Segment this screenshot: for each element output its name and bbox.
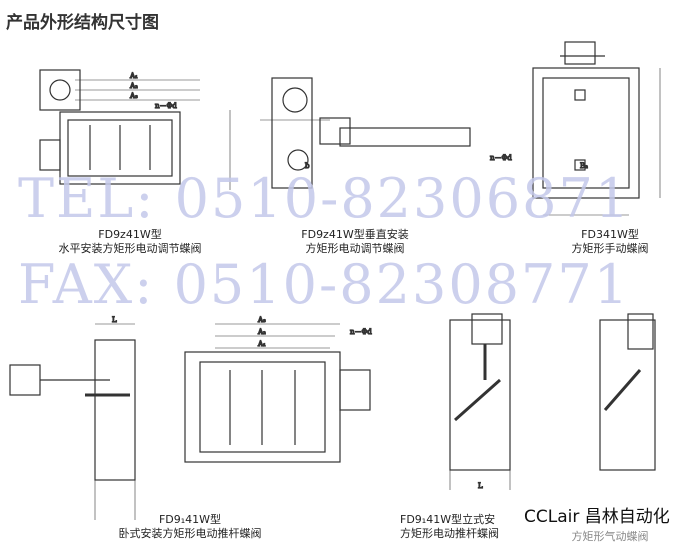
watermark-fax: FAX: 0510-82308771 (18, 253, 631, 316)
brand-label: CCLair 昌林自动化 (522, 507, 672, 527)
dim-l-5: L (478, 482, 483, 490)
figure-4-drawing (9, 323, 371, 520)
dim-a2: A₂ (129, 82, 138, 90)
dim-a3-4: A₃ (257, 316, 266, 324)
caption-fig-2: FD9z41W型垂直安装方矩形电动调节蝶阀 (301, 228, 409, 255)
dim-hole: n－Φd (155, 102, 177, 110)
figure-1-drawing (39, 69, 231, 190)
caption-fig-1: FD9z41W型水平安装方矩形电动调节蝶阀 (58, 228, 202, 255)
watermark-tel: TEL: 0510-82306871 (18, 167, 632, 230)
dim-a1-4: A₁ (257, 340, 266, 348)
figure-2-drawing (260, 77, 471, 189)
figure-6-drawing (599, 313, 656, 471)
dim-hole-3: n－Φd (490, 154, 512, 162)
figure-3-drawing (532, 41, 661, 216)
dim-a1: A₁ (129, 72, 138, 80)
dim-b: b (305, 162, 310, 170)
caption-fig-6: 方矩形气动蝶阀 (571, 530, 649, 543)
figure-5-drawing (449, 313, 511, 490)
dim-l: L (112, 316, 117, 324)
caption-fig-5: FD9₁41W型立式安方矩形电动推杆蝶阀 (400, 513, 499, 540)
dim-hole-4: n－Φd (350, 328, 372, 336)
dim-a2-4: A₂ (257, 328, 266, 336)
dim-a3: A₃ (129, 92, 138, 100)
dim-b2: B₂ (580, 162, 588, 170)
page-title: 产品外形结构尺寸图 (6, 13, 159, 33)
caption-fig-3: FD341W型方矩形手动蝶阀 (571, 228, 649, 255)
caption-fig-4: FD9₁41W型卧式安装方矩形电动推杆蝶阀 (118, 513, 262, 540)
